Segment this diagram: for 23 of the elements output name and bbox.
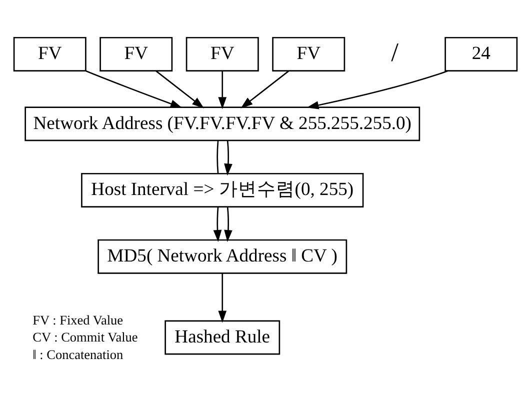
node-box: FV [186,36,259,72]
arrow [218,71,227,110]
node-box: MD5( Network Address ‖ CV ) [98,239,348,274]
arrow [240,70,290,108]
label: / [391,36,399,67]
node-box: FV [272,36,346,72]
arrow [306,70,448,110]
label: ‖ : Concatenation [32,346,124,362]
connector [216,140,219,174]
node-box: FV [13,36,86,72]
arrow [213,206,222,242]
node-box: 24 [444,36,518,72]
arrow [85,70,182,108]
node-box: Hashed Rule [164,320,280,355]
node-box: Network Address (FV.FV.FV.FV & 255.255.255.0) [24,106,420,142]
arrow [218,273,227,323]
arrow [224,140,232,176]
node-box: Host Interval => 가변수렴(0, 255) [81,172,364,208]
label: FV : Fixed Value [32,312,124,328]
arrow [156,70,204,108]
arrow [224,206,232,242]
node-box: FV [100,36,173,72]
label: CV : Commit Value [32,329,138,344]
